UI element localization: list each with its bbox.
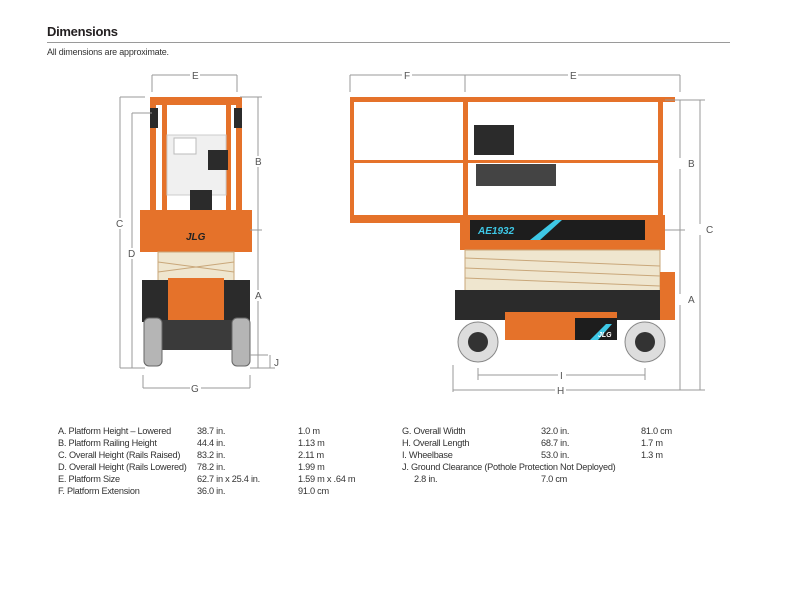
svg-text:C: C [116, 219, 123, 230]
front-view-labels: E C D B A J G [115, 70, 279, 395]
title-divider [47, 42, 730, 43]
front-logo: JLG [186, 232, 206, 243]
side-logo: JLG [598, 332, 612, 339]
svg-text:H: H [557, 386, 564, 397]
side-view-machine: AE1932 JLG [350, 97, 675, 363]
svg-text:J: J [274, 358, 279, 369]
spec-row-ground-clearance-values: 2.8 in.7.0 cm [414, 474, 568, 484]
model-decal: AE1932 [477, 226, 515, 237]
page-title: Dimensions [47, 24, 118, 39]
spec-row-ground-clearance: J. Ground Clearance (Pothole Protection … [402, 462, 616, 472]
page-subtitle: All dimensions are approximate. [47, 47, 169, 57]
svg-text:B: B [255, 157, 262, 168]
svg-text:E: E [192, 71, 199, 82]
side-view-dimension-lines [349, 74, 705, 392]
spec-row: C. Overall Height (Rails Raised)83.2 in.… [58, 450, 324, 460]
svg-text:F: F [404, 71, 410, 82]
svg-text:A: A [688, 295, 695, 306]
svg-text:A: A [255, 291, 262, 302]
spec-row: D. Overall Height (Rails Lowered)78.2 in… [58, 462, 325, 472]
svg-text:C: C [706, 225, 713, 236]
svg-text:I: I [560, 371, 563, 382]
svg-text:B: B [688, 159, 695, 170]
front-view-machine: JLG [140, 97, 252, 367]
side-view-labels: F E B C A I H [402, 70, 713, 397]
svg-text:E: E [570, 71, 577, 82]
svg-text:D: D [128, 249, 135, 260]
svg-text:G: G [191, 384, 199, 395]
